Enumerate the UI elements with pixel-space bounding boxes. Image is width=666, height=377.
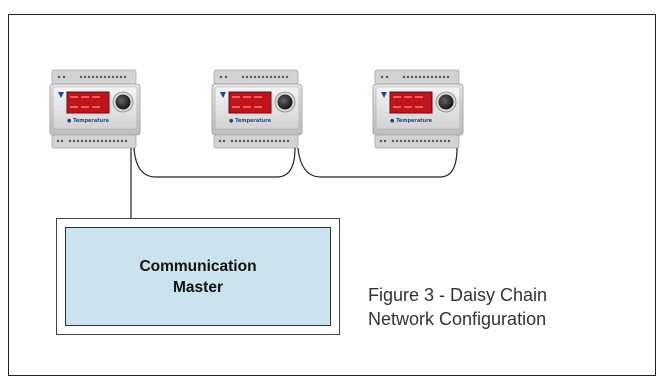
controller-device-3	[372, 69, 464, 149]
communication-master-label: Communication Master	[139, 257, 257, 296]
controller-device-1	[49, 69, 141, 149]
daisy-chain-wire-2	[297, 147, 458, 178]
communication-master-box: Communication Master	[56, 218, 340, 335]
controller-device-2	[211, 69, 303, 149]
figure-caption: Figure 3 - Daisy Chain Network Configura…	[368, 285, 548, 329]
communication-master-panel: Communication Master	[65, 227, 331, 326]
daisy-chain-wire-1	[133, 147, 296, 178]
